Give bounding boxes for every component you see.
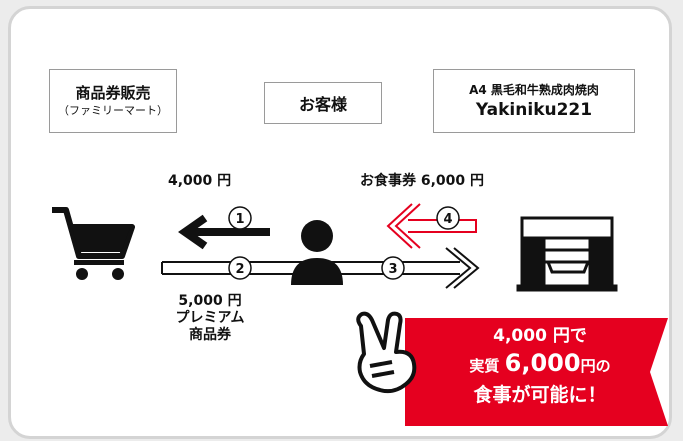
restaurant-line1: A4 黒毛和牛熟成肉焼肉 — [469, 83, 599, 97]
seller-title: 商品券販売 — [75, 84, 151, 102]
flow23-arrow — [161, 247, 480, 289]
flow2-label-line1: 5,000 円 — [178, 293, 242, 309]
flow1-arrow — [178, 214, 270, 250]
banner-line2: 実質 6,000円の — [420, 347, 660, 382]
flow2-label-line2: プレミアム — [175, 310, 245, 326]
seller-subtitle: （ファミリーマート） — [58, 104, 168, 117]
svg-text:4: 4 — [443, 212, 452, 227]
flow1-label: 4,000 円 — [168, 173, 232, 189]
banner-line2-suffix: 円の — [580, 357, 611, 375]
person-icon — [291, 220, 343, 285]
svg-text:3: 3 — [388, 262, 397, 277]
shopping-cart-icon — [52, 207, 135, 280]
banner-line3: 食事が可能に！ — [473, 384, 607, 406]
step-circle-1: 1 — [228, 206, 252, 230]
promo-banner — [405, 318, 668, 426]
svg-text:1: 1 — [235, 212, 244, 227]
banner-line1: 4,000 円で — [493, 326, 587, 346]
customer-title: お客様 — [298, 95, 347, 114]
promo-banner-text: 4,000 円で 実質 6,000円の 食事が可能に！ — [420, 325, 660, 408]
svg-text:2: 2 — [235, 262, 244, 277]
peace-sign-hand-icon — [356, 311, 417, 394]
step-circle-2: 2 — [228, 256, 252, 280]
restaurant-line2: Yakiniku221 — [475, 100, 593, 120]
step-circle-3: 3 — [381, 256, 405, 280]
flow2-label-line3: 商品券 — [189, 327, 231, 343]
flow2-label: 5,000 円 プレミアム 商品券 — [165, 293, 255, 344]
flow4-label: お食事券 6,000 円 — [360, 173, 485, 189]
customer-box: お客様 — [264, 82, 382, 124]
step-circle-4: 4 — [436, 206, 460, 230]
banner-line2-amount: 6,000 — [504, 349, 581, 377]
restaurant-box: A4 黒毛和牛熟成肉焼肉 Yakiniku221 — [433, 69, 635, 133]
flow4-arrow — [386, 203, 477, 249]
banner-line2-prefix: 実質 — [469, 357, 500, 375]
seller-box: 商品券販売 （ファミリーマート） — [49, 69, 177, 133]
restaurant-building-icon — [516, 216, 618, 292]
